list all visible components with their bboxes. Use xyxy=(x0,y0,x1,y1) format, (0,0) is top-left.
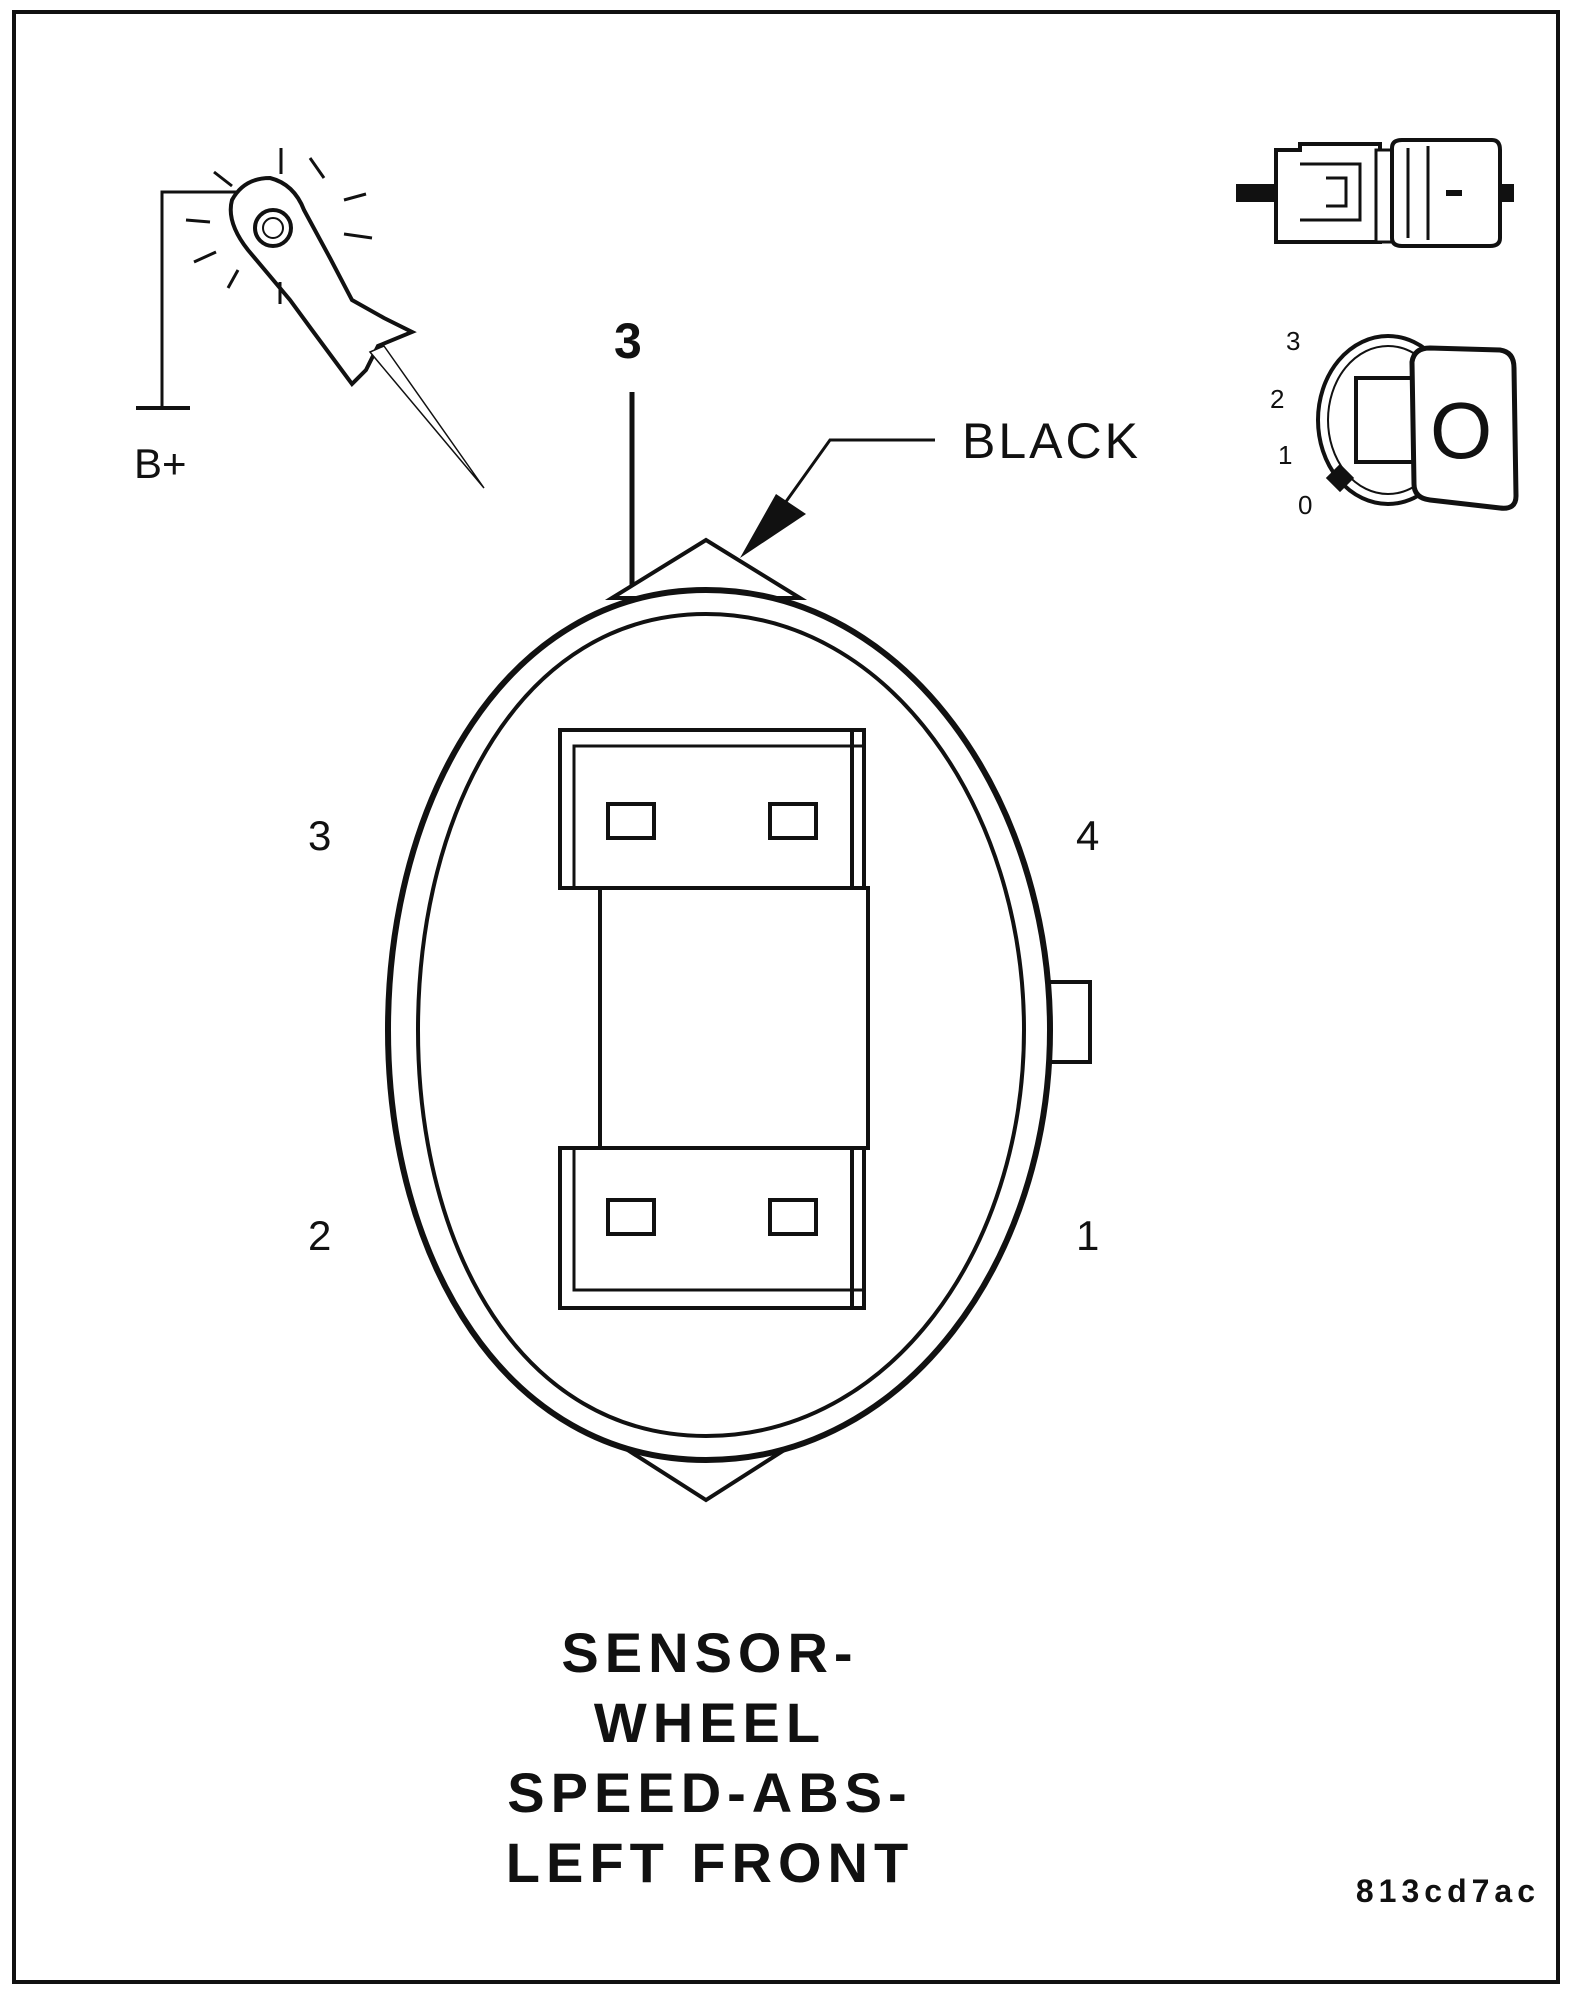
figure-code: 813cd7ac xyxy=(1356,1873,1540,1909)
ignition-position-0: 0 xyxy=(1298,490,1312,520)
caption-line-2: WHEEL xyxy=(594,1691,826,1754)
ignition-position-1: 1 xyxy=(1278,440,1292,470)
cavity-3 xyxy=(606,802,656,840)
test-cavity-label: 3 xyxy=(614,313,642,369)
test-light-icon xyxy=(136,148,485,489)
ignition-key-glyph: O xyxy=(1430,386,1492,475)
connector-icon xyxy=(1236,138,1514,248)
caption-line-3: SPEED-ABS- xyxy=(507,1761,912,1824)
wire-color-arrowhead xyxy=(740,494,806,558)
connector-caption: SENSOR- WHEEL SPEED-ABS- LEFT FRONT xyxy=(506,1621,914,1894)
cavity-number-4: 4 xyxy=(1076,812,1099,859)
cavity-4 xyxy=(768,802,818,840)
cavity-number-1: 1 xyxy=(1076,1212,1099,1259)
connector-face xyxy=(384,537,1092,1503)
b-plus-label: B+ xyxy=(134,440,187,487)
ignition-position-2: 2 xyxy=(1270,384,1284,414)
ignition-switch-icon: 3 2 1 0 O xyxy=(1270,326,1519,520)
caption-line-4: LEFT FRONT xyxy=(506,1831,914,1894)
caption-line-1: SENSOR- xyxy=(561,1621,858,1684)
cavity-number-3: 3 xyxy=(308,812,331,859)
page-frame xyxy=(12,10,1560,1984)
wire-color-label: BLACK xyxy=(962,413,1141,469)
cavity-1 xyxy=(768,1198,818,1236)
cavity-number-2: 2 xyxy=(308,1212,331,1259)
cavity-2 xyxy=(606,1198,656,1236)
ignition-position-3: 3 xyxy=(1286,326,1300,356)
